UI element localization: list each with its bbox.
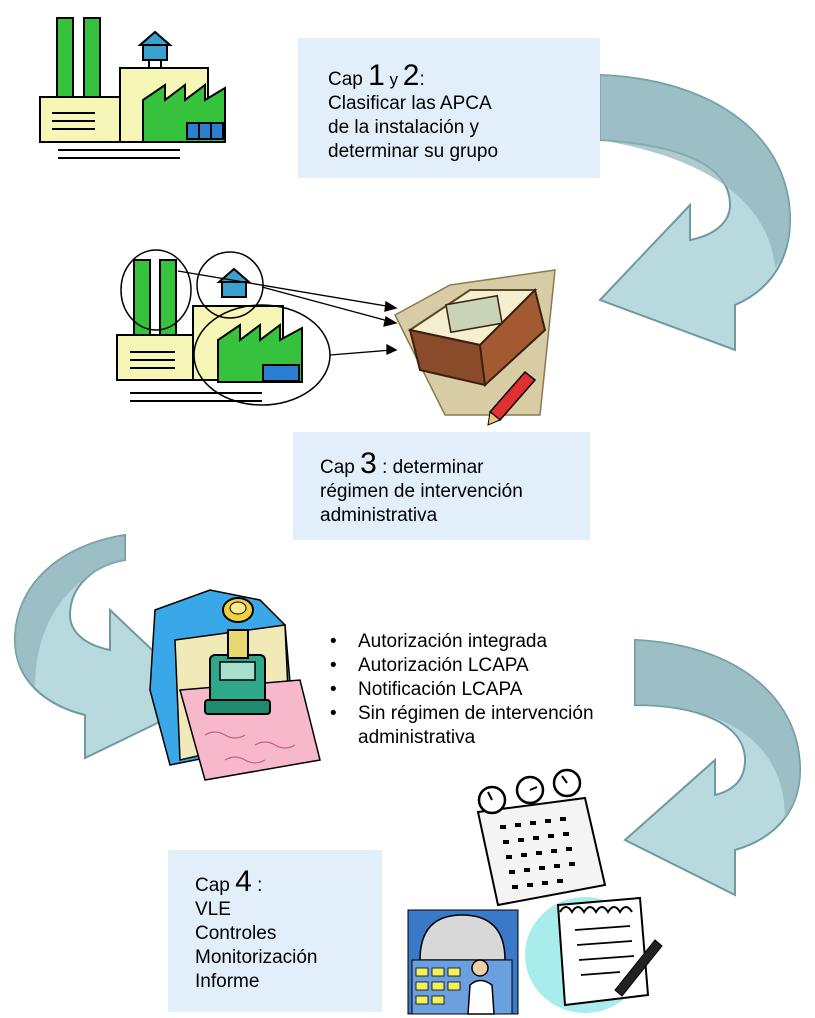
regime-item: Sin régimen de intervención administrati… (330, 702, 658, 750)
step-3-box: Cap 4 : VLE Controles Monitorización Inf… (168, 850, 382, 1012)
step-2-line: administrativa (320, 505, 438, 526)
step-2-number: 3 (360, 447, 377, 480)
step-1-join: y (384, 70, 403, 89)
step-1-number-b: 2 (402, 59, 420, 92)
curved-arrow-1 (598, 73, 792, 352)
step-2-prefix: Cap (320, 457, 361, 478)
book-icon (394, 269, 556, 426)
regime-list: Autorización integrada Autorización LCAP… (330, 630, 670, 750)
regime-item: Autorización integrada (330, 630, 670, 654)
curved-arrow-3 (623, 638, 802, 897)
step-2-suffix: : determinar (376, 457, 484, 478)
control-room-icon (407, 909, 519, 1015)
step-2-box: Cap 3 : determinar régimen de intervenci… (293, 432, 590, 540)
step-2-heading: Cap 3 : determinar (320, 449, 590, 480)
factory-components-icon (116, 249, 398, 406)
notepad-icon (525, 896, 663, 1013)
step-1-box: Cap 1 y 2: Clasificar las APCA de la ins… (298, 38, 600, 178)
step-1-heading: Cap 1 y 2: (328, 61, 600, 92)
step-1-number-a: 1 (368, 59, 385, 92)
step-3-prefix: Cap (195, 875, 236, 896)
step-1-line: de la instalación y (328, 117, 480, 138)
step-3-line: Controles (195, 923, 277, 944)
step-2-line: régimen de intervención (320, 481, 523, 502)
step-1-prefix: Cap (328, 69, 369, 90)
step-1-suffix: : (419, 69, 425, 90)
factory-icon (39, 17, 226, 159)
step-1-line: determinar su grupo (328, 141, 499, 162)
step-3-line: VLE (195, 899, 231, 920)
regime-item: Autorización LCAPA (330, 654, 670, 678)
step-3-heading: Cap 4 : (195, 867, 382, 898)
regime-item: Notificación LCAPA (330, 678, 670, 702)
clocks-icon (476, 768, 607, 907)
stamp-icon (149, 589, 321, 781)
step-3-suffix: : (251, 875, 263, 896)
step-1-line: Clasificar las APCA (328, 93, 492, 114)
step-3-number: 4 (235, 865, 252, 898)
step-3-line: Informe (195, 971, 260, 992)
step-3-line: Monitorización (195, 947, 318, 968)
